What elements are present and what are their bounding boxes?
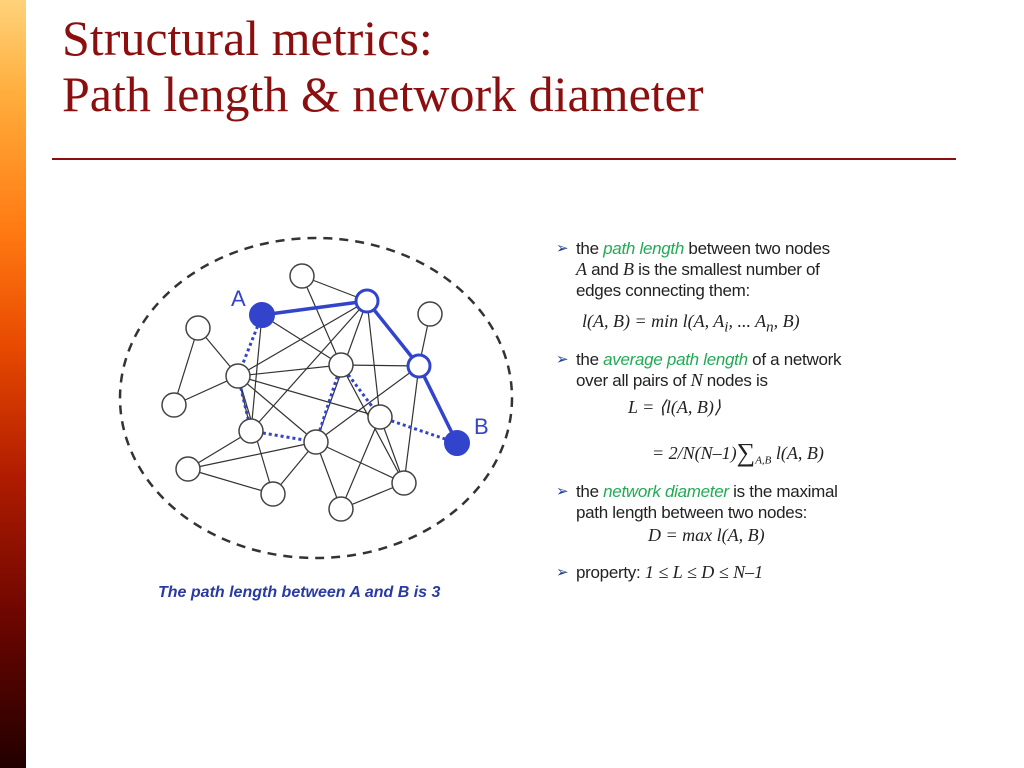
formula-sub: A,B xyxy=(755,454,772,467)
formula-diameter: D = max l(A, B) xyxy=(648,525,996,546)
text: property: xyxy=(576,563,645,583)
bullet-network-diameter: ➢ the network diameter is the maximal pa… xyxy=(556,481,996,523)
formula-text: , ... A xyxy=(728,311,767,331)
network-nodes xyxy=(161,263,443,522)
node-b xyxy=(444,430,470,456)
node-a xyxy=(249,302,275,328)
bullet-arrow-icon: ➢ xyxy=(556,240,569,257)
bullet-property: ➢ property: 1 ≤ L ≤ D ≤ N–1 xyxy=(556,562,996,583)
keyword-network-diameter: network diameter xyxy=(603,482,729,502)
diagram-caption: The path length between A and B is 3 xyxy=(158,584,441,601)
text: the xyxy=(576,482,604,502)
formula-sub: i xyxy=(724,319,729,336)
bullet-list: ➢ the path length between two nodes A an… xyxy=(556,238,996,583)
shortest-path xyxy=(261,299,459,444)
formula-text: l(A, B) = min l(A, A xyxy=(582,311,725,331)
node-a-label: A xyxy=(231,286,246,311)
text: of a network xyxy=(747,349,842,369)
formula-text: L = ⟨l(A, B)⟩ xyxy=(628,396,721,417)
path-intermediate-nodes xyxy=(354,288,432,379)
formula-average-sum: = 2/N(N–1)∑A,B l(A, B) xyxy=(652,437,996,472)
text: path length between two nodes: xyxy=(576,503,808,523)
text: the xyxy=(576,239,604,258)
formula-text: , B) xyxy=(773,311,800,331)
var-b: B xyxy=(623,259,634,279)
sum-symbol: ∑ xyxy=(736,437,756,467)
side-gradient-bar xyxy=(0,0,26,768)
bullet-path-length: ➢ the path length between two nodes A an… xyxy=(556,238,996,301)
title-line-2: Path length & network diameter xyxy=(62,66,704,122)
keyword-path-length: path length xyxy=(603,239,684,258)
bullet-arrow-icon: ➢ xyxy=(556,350,569,368)
slide-title: Structural metrics: Path length & networ… xyxy=(62,10,704,122)
formula-path-length: l(A, B) = min l(A, Ai, ... An, B) xyxy=(582,311,996,339)
formula-text: 1 ≤ L ≤ D ≤ N–1 xyxy=(644,562,764,583)
text: and xyxy=(586,260,624,279)
text: between two nodes xyxy=(684,239,830,258)
formula-average-definition: L = ⟨l(A, B)⟩ xyxy=(628,397,996,418)
text: over all pairs of xyxy=(576,370,691,390)
keyword-average-path-length: average path length xyxy=(603,349,748,369)
formula-text: D = max l(A, B) xyxy=(648,525,765,546)
text: is the smallest number of xyxy=(633,260,820,279)
title-line-1: Structural metrics: xyxy=(62,10,433,66)
text: the xyxy=(576,349,604,369)
text: is the maximal xyxy=(728,482,838,502)
node-b-label: B xyxy=(474,414,489,439)
network-boundary xyxy=(118,236,514,560)
formula-text: l(A, B) xyxy=(771,442,824,463)
var-n: N xyxy=(690,369,703,390)
formula-property: 1 ≤ L ≤ D ≤ N–1 xyxy=(645,562,763,582)
formula-sub: n xyxy=(766,319,774,336)
title-underline xyxy=(52,158,956,160)
formula-text: = 2/N(N–1) xyxy=(652,442,737,463)
text: edges connecting them: xyxy=(576,281,750,300)
bullet-arrow-icon: ➢ xyxy=(556,564,569,582)
bullet-arrow-icon: ➢ xyxy=(556,483,569,501)
var-a: A xyxy=(576,259,587,279)
bullet-average-path-length: ➢ the average path length of a network o… xyxy=(556,349,996,391)
text: nodes is xyxy=(702,370,768,390)
